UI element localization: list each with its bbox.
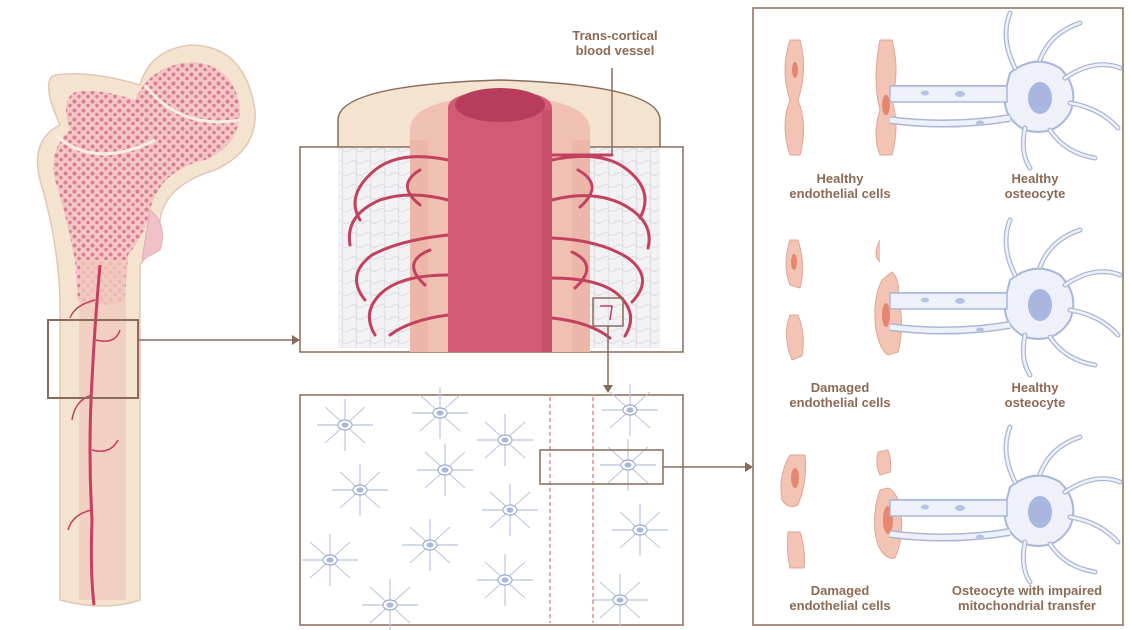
vessel-callout-line2: blood vessel [555,43,675,58]
panel1-endothelial-label: Healthy endothelial cells [765,171,915,201]
cortical-cross-section [300,68,683,352]
arrow-head-3 [745,462,753,472]
vessel-callout-label: Trans-cortical blood vessel [555,28,675,58]
panel3-endothelial-label: Damaged endothelial cells [765,583,915,613]
arrow-head-1 [292,335,300,345]
trans-cortical-vessel [448,90,552,352]
panel1-osteocyte-label: Healthy osteocyte [980,171,1090,201]
panel2-endothelial-label: Damaged endothelial cells [765,380,915,410]
marrow-cavity [80,260,125,600]
femur-illustration [38,45,256,606]
damaged-cell-b [787,532,804,568]
osteocyte-network-panel [300,384,683,630]
arrow-head-2 [603,385,613,393]
vessel-callout-line1: Trans-cortical [555,28,675,43]
panel3-osteocyte-label: Osteocyte with impaired mitochondrial tr… [932,583,1122,613]
vessel-lumen [455,88,545,122]
vessel-channel [548,397,590,623]
panel2-osteocyte-label: Healthy osteocyte [980,380,1090,410]
